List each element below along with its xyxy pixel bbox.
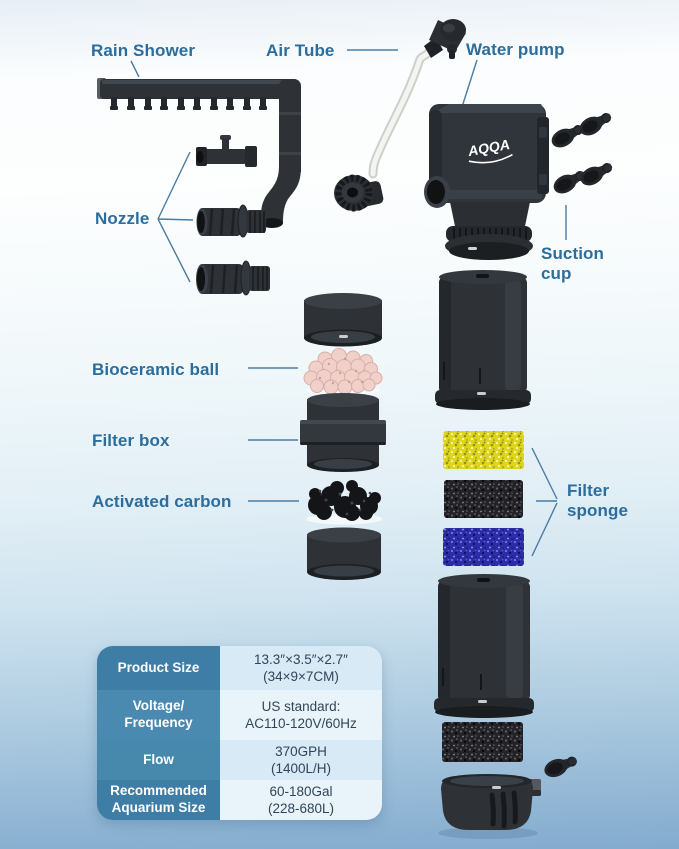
suction-cup-label: Suction cup	[541, 244, 605, 284]
filter-sponge-blue	[443, 528, 524, 566]
bioceramic-balls-illustration	[303, 348, 383, 395]
rain-shower-part	[97, 78, 301, 228]
rain-shower-label: Rain Shower	[91, 41, 196, 60]
spec-row-product-size-value: 13.3″×3.5″×2.7″(34×9×7CM)	[220, 646, 382, 690]
nozzle-leader-lines	[157, 151, 194, 283]
canister-lower-part	[434, 574, 534, 718]
intake-sponge-black	[442, 722, 523, 762]
nozzle-label: Nozzle	[95, 209, 150, 228]
water-pump-label: Water pump	[466, 40, 565, 59]
nozzle-valve-part	[196, 135, 257, 167]
spec-row-voltage-label: Voltage/Frequency	[97, 690, 220, 740]
spec-table: Product Size 13.3″×3.5″×2.7″(34×9×7CM) V…	[97, 646, 382, 820]
filter-sponge-label: Filter sponge	[567, 481, 629, 521]
spec-row-flow-value: 370GPH(1400L/H)	[220, 740, 382, 780]
media-cup-bottom-part	[307, 527, 381, 580]
bioceramic-ball-label: Bioceramic ball	[92, 360, 220, 379]
media-cup-top-part	[304, 293, 382, 347]
spec-row-flow-label: Flow	[97, 740, 220, 780]
svg-text:AQQA: AQQA	[466, 136, 511, 159]
suction-cups-part	[548, 108, 616, 198]
filter-box-label: Filter box	[92, 431, 170, 450]
leader-lines	[130, 49, 567, 557]
filter-sponge-leader-lines	[531, 447, 558, 557]
canister-upper-part	[435, 270, 531, 410]
air-tube-label: Air Tube	[266, 41, 335, 60]
filter-sponge-yellow	[443, 431, 524, 469]
nozzle-adapter-part-1	[196, 204, 266, 238]
rain-shower-nubs	[110, 97, 267, 110]
activated-carbon-illustration	[306, 480, 382, 525]
filter-box-part	[300, 393, 386, 472]
tube-connector-part	[334, 174, 384, 212]
rain-shower-leader-line	[130, 60, 140, 78]
spec-row-aquarium-size-value: 60-180Gal(228-680L)	[220, 780, 382, 820]
air-tube-part	[368, 47, 434, 179]
pump-base-part	[438, 774, 541, 839]
base-suction-cup	[541, 751, 580, 781]
air-valve-part	[424, 19, 466, 59]
spec-row-voltage-value: US standard:AC110-120V/60Hz	[220, 690, 382, 740]
spec-row-product-size-label: Product Size	[97, 646, 220, 690]
water-pump-leader-line	[461, 59, 478, 108]
activated-carbon-label: Activated carbon	[92, 492, 232, 511]
pump-logo: AQQA	[466, 136, 513, 164]
water-pump-part: AQQA	[424, 104, 549, 260]
nozzle-adapter-part-2	[196, 260, 270, 296]
filter-sponge-black	[444, 480, 523, 518]
